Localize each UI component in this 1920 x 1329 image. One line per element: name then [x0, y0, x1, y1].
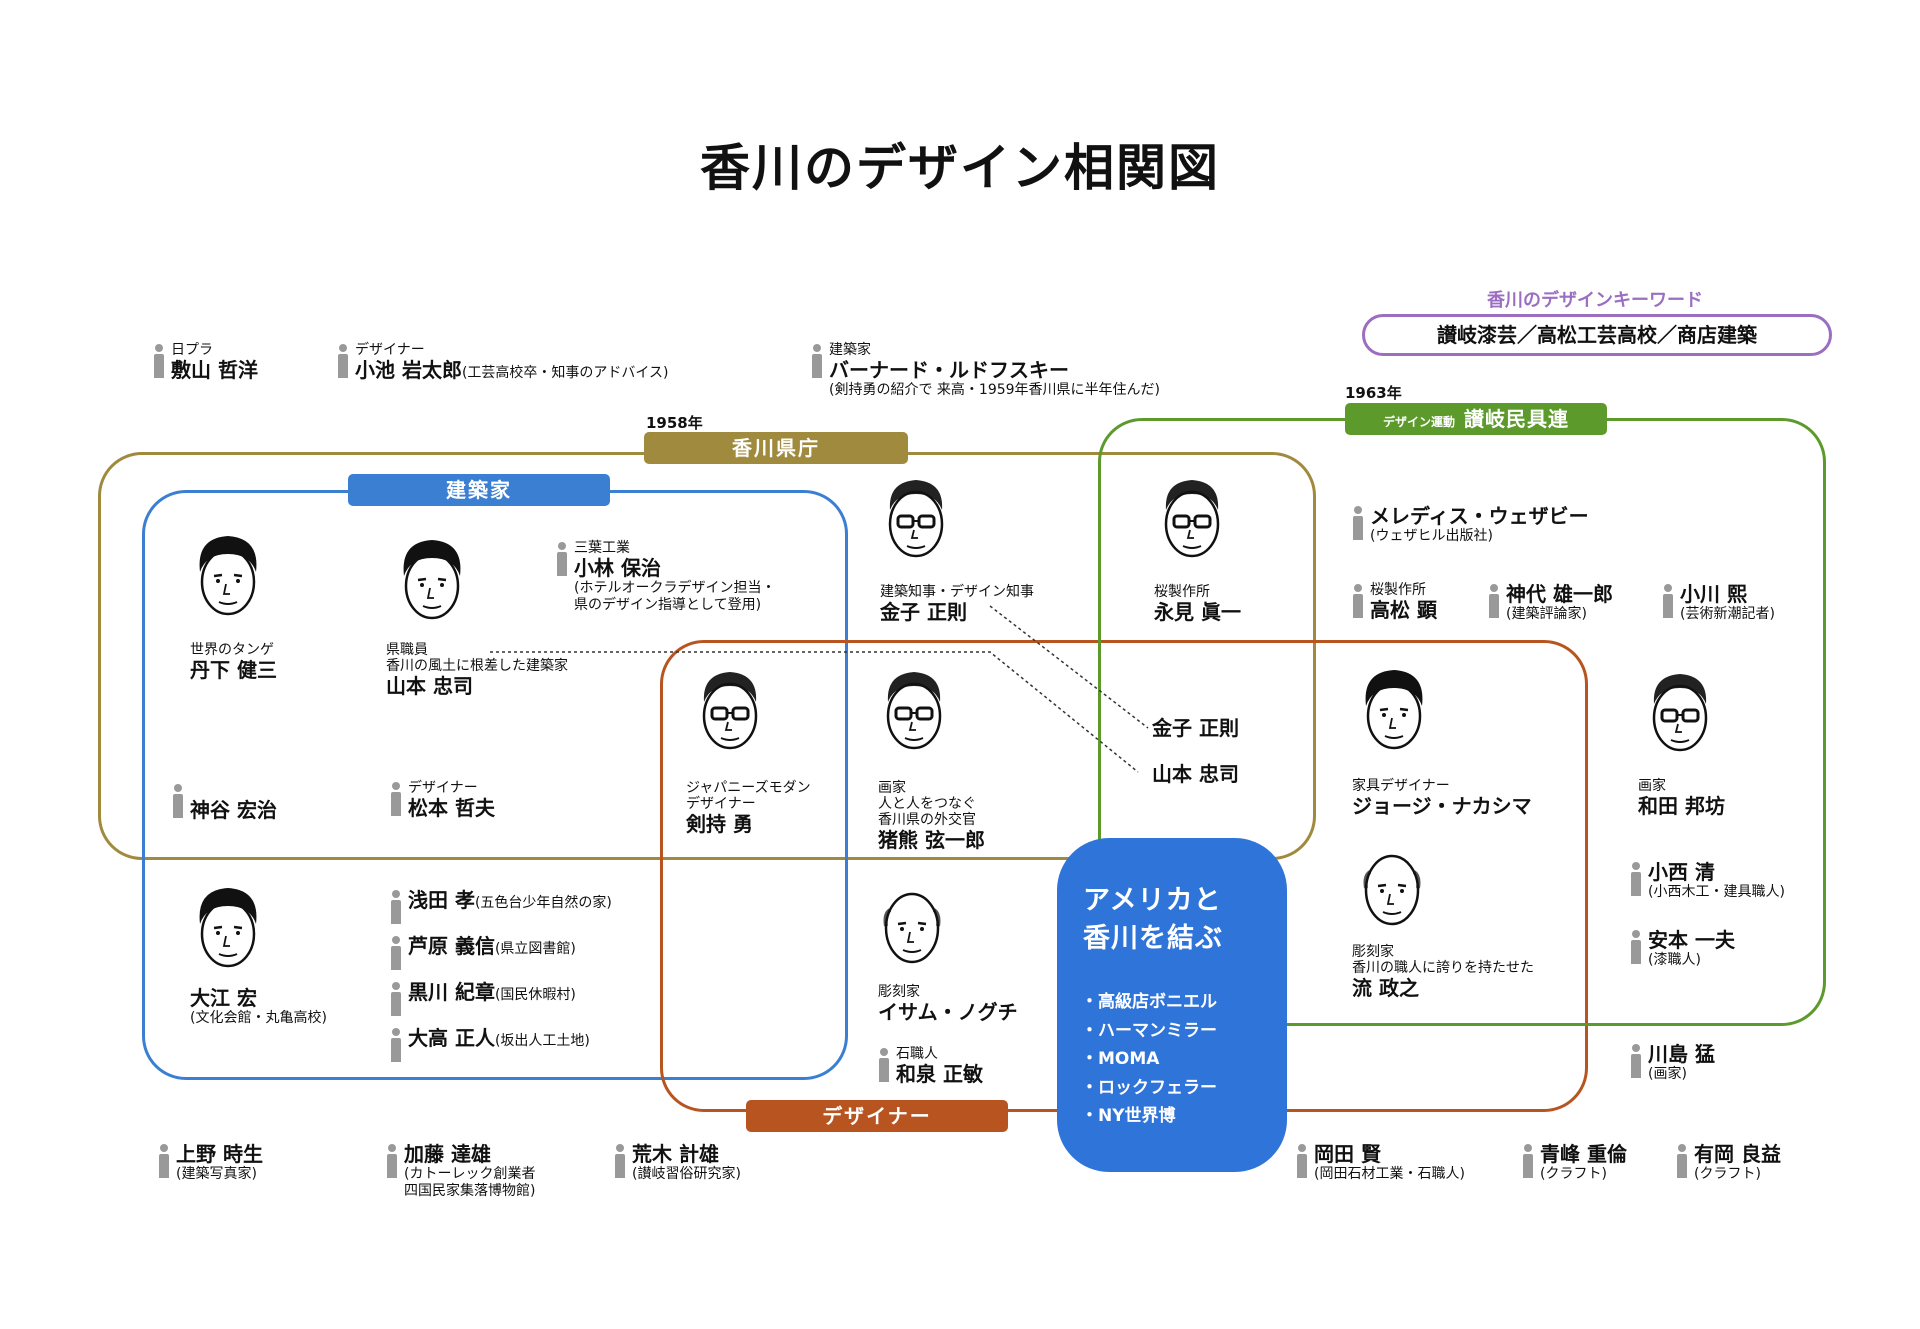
keyword-box: 讃岐漆芸／高松工芸高校／商店建築 [1362, 314, 1832, 356]
person-otaka: 大高 正人(坂出人工土地) [390, 1026, 590, 1062]
person-icon [390, 936, 401, 970]
group-designer-label: デザイナー [746, 1100, 1008, 1132]
person-inokuma: 画家 人と人をつなぐ 香川県の外交官 猪熊 弦一郎 [878, 780, 985, 852]
person-icon [390, 1028, 401, 1062]
person-icon [878, 1048, 889, 1082]
portrait-noguchi [872, 880, 952, 970]
person-icon [390, 890, 401, 924]
person-yamamoto: 県職員 香川の風土に根差した建築家 山本 忠司 [386, 642, 568, 698]
mingu-year: 1963年 [1345, 384, 1402, 402]
person-icon [1676, 1144, 1687, 1178]
person-icon [390, 782, 401, 816]
person-kawashima: 川島 猛 (画家) [1630, 1042, 1715, 1083]
person-asada: 浅田 孝(五色台少年自然の家) [390, 888, 612, 924]
person-rudofsky: 建築家 バーナード・ルドフスキー (剣持勇の紹介で 来高・1959年香川県に半年… [811, 342, 1160, 399]
person-kaneko: 建築知事・デザイン知事 金子 正則 [880, 584, 1034, 624]
america-item: ・高級店ボニエル [1081, 992, 1217, 1012]
america-item: ・NY世界博 [1081, 1106, 1176, 1126]
america-list: ・高級店ボニエル ・ハーマンミラー ・MOMA ・ロックフェラー ・NY世界博 [1081, 988, 1217, 1131]
person-icon [1662, 584, 1673, 618]
portrait-kenmochi [690, 666, 770, 756]
person-arioka: 有岡 良益 (クラフト) [1676, 1142, 1781, 1183]
portrait-nakashima [1354, 666, 1434, 756]
person-ueno: 上野 時生 (建築写真家) [158, 1142, 263, 1183]
person-tange: 世界のタンゲ 丹下 健三 [190, 642, 277, 682]
line-yamamoto [490, 651, 1139, 773]
america-kagawa-block: アメリカと 香川を結ぶ ・高級店ボニエル ・ハーマンミラー ・MOMA ・ロック… [1057, 838, 1287, 1172]
america-item: ・MOMA [1081, 1049, 1160, 1069]
person-icon [386, 1144, 397, 1178]
portrait-nagami [1152, 474, 1232, 564]
person-izumi: 石職人 和泉 正敏 [878, 1046, 983, 1086]
person-noguchi: 彫刻家 イサム・ノグチ [878, 984, 1018, 1024]
person-matsumoto: デザイナー 松本 哲夫 [390, 780, 495, 820]
person-wada: 画家 和田 邦坊 [1638, 778, 1725, 818]
person-kurokawa: 黒川 紀章(国民休暇村) [390, 980, 576, 1016]
person-aomine: 青峰 重倫 (クラフト) [1522, 1142, 1627, 1183]
person-icon [1522, 1144, 1533, 1178]
person-nakashima: 家具デザイナー ジョージ・ナカシマ [1352, 778, 1532, 818]
person-icon [1630, 1044, 1641, 1078]
person-kamishiro: 神代 雄一郎 (建築評論家) [1488, 582, 1613, 623]
person-icon [172, 784, 183, 818]
person-icon [337, 344, 348, 378]
person-kato: 加藤 達雄 (カトーレック創業者 四国民家集落博物館) [386, 1142, 535, 1200]
group-mingu-label: デザイン運動 讃岐民具連 [1345, 403, 1607, 435]
america-title: アメリカと 香川を結ぶ [1083, 885, 1223, 954]
page-title: 香川のデザイン相関図 [700, 139, 1220, 197]
mingu-prefix: デザイン運動 [1383, 415, 1456, 429]
portrait-kaneko [876, 474, 956, 564]
portrait-oe [188, 884, 268, 974]
person-konishi: 小西 清 (小西木工・建具職人) [1630, 860, 1785, 901]
person-kamiya: 神谷 宏治 [172, 782, 277, 822]
person-shikiyama: 日プラ 敷山 哲洋 [153, 342, 258, 382]
person-araki: 荒木 計雄 (讃岐習俗研究家) [614, 1142, 741, 1183]
portrait-wada [1640, 668, 1720, 758]
person-koike: デザイナー 小池 岩太郎(工芸高校卒・知事のアドバイス) [337, 342, 668, 385]
person-icon [1630, 862, 1641, 896]
keyword-title: 香川のデザインキーワード [1487, 290, 1703, 311]
person-yamamoto-2: 山本 忠司 [1152, 762, 1239, 786]
group-kenchikuka-label: 建築家 [348, 474, 610, 506]
person-icon [811, 344, 822, 378]
person-icon [1296, 1144, 1307, 1178]
america-item: ・ハーマンミラー [1081, 1020, 1217, 1041]
person-icon [1352, 506, 1363, 540]
person-nagare: 彫刻家 香川の職人に誇りを持たせた 流 政之 [1352, 944, 1534, 1000]
portrait-tange [188, 532, 268, 622]
person-kaneko-2: 金子 正則 [1152, 716, 1239, 740]
person-wheatherby: メレディス・ウェザビー (ウェザヒル出版社) [1352, 504, 1589, 545]
person-okada: 岡田 賢 (岡田石材工業・石職人) [1296, 1142, 1465, 1183]
line-kaneko [989, 605, 1149, 729]
person-icon [1630, 930, 1641, 964]
person-ashihara: 芦原 義信(県立図書館) [390, 934, 576, 970]
person-icon [556, 542, 567, 576]
person-nagami: 桜製作所 永見 眞一 [1154, 584, 1241, 624]
portrait-inokuma [874, 666, 954, 756]
america-item: ・ロックフェラー [1081, 1077, 1217, 1098]
person-icon [153, 344, 164, 378]
person-kobayashi: 三葉工業 小林 保治 (ホテルオークラデザイン担当・ 県のデザイン指導として登用… [556, 540, 775, 614]
mingu-name: 讃岐民具連 [1463, 407, 1569, 431]
person-yasumoto: 安本 一夫 (漆職人) [1630, 928, 1735, 969]
portrait-nagare [1352, 842, 1432, 932]
person-icon [390, 982, 401, 1016]
person-icon [158, 1144, 169, 1178]
kenchou-year: 1958年 [646, 414, 703, 432]
portrait-yamamoto [392, 536, 472, 626]
person-icon [614, 1144, 625, 1178]
person-icon [1352, 584, 1363, 618]
person-ogawa: 小川 熙 (芸術新潮記者) [1662, 582, 1775, 623]
person-oe: 大江 宏 (文化会館・丸亀高校) [190, 986, 327, 1026]
person-kenmochi: ジャパニーズモダン デザイナー 剣持 勇 [686, 780, 811, 836]
person-takamatsu: 桜製作所 高松 顕 [1352, 582, 1437, 622]
person-icon [1488, 584, 1499, 618]
group-kenchou-label: 香川県庁 [644, 432, 908, 464]
